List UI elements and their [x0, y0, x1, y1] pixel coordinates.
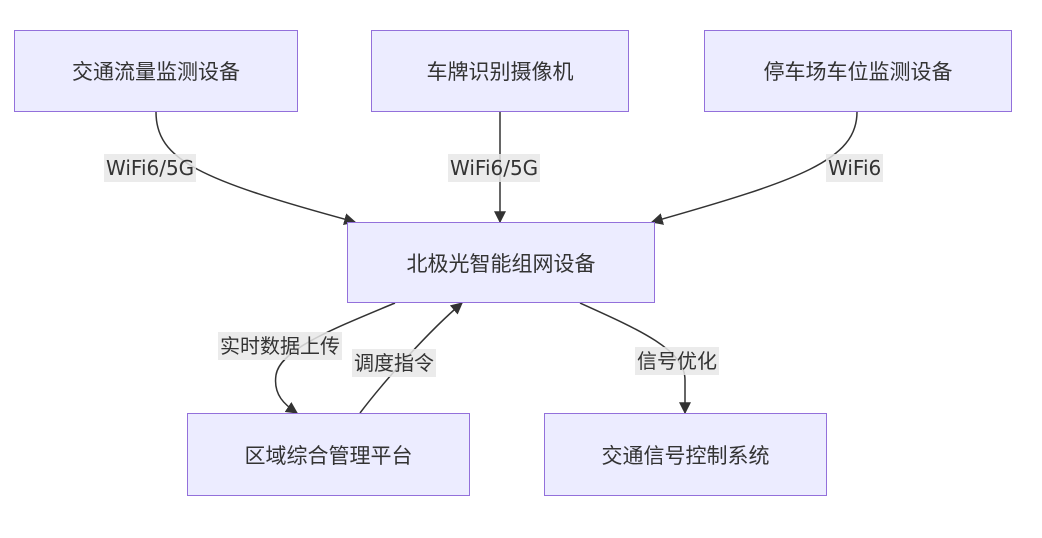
- node-traffic-flow-monitor: 交通流量监测设备: [14, 30, 298, 112]
- node-parking-space-monitor: 停车场车位监测设备: [704, 30, 1012, 112]
- node-aurora-network-device: 北极光智能组网设备: [347, 222, 655, 303]
- node-traffic-signal-system: 交通信号控制系统: [544, 413, 827, 496]
- node-plate-recognition-camera: 车牌识别摄像机: [371, 30, 629, 112]
- edge-aurora-to-signal: [579, 302, 691, 415]
- node-regional-management-platform: 区域综合管理平台: [187, 413, 470, 496]
- edge-label-camera-wifi: WiFi6/5G: [448, 154, 541, 182]
- edge-label-realtime-upload: 实时数据上传: [218, 332, 342, 360]
- edge-parking-to-aurora: [650, 111, 858, 225]
- edge-label-traffic-wifi: WiFi6/5G: [104, 154, 197, 182]
- edge-label-dispatch-command: 调度指令: [352, 349, 436, 377]
- edge-traffic-to-aurora: [155, 111, 357, 225]
- edge-label-signal-optimization: 信号优化: [635, 347, 719, 375]
- edge-aurora-to-regional: [274, 302, 396, 414]
- edge-label-parking-wifi: WiFi6: [826, 154, 884, 182]
